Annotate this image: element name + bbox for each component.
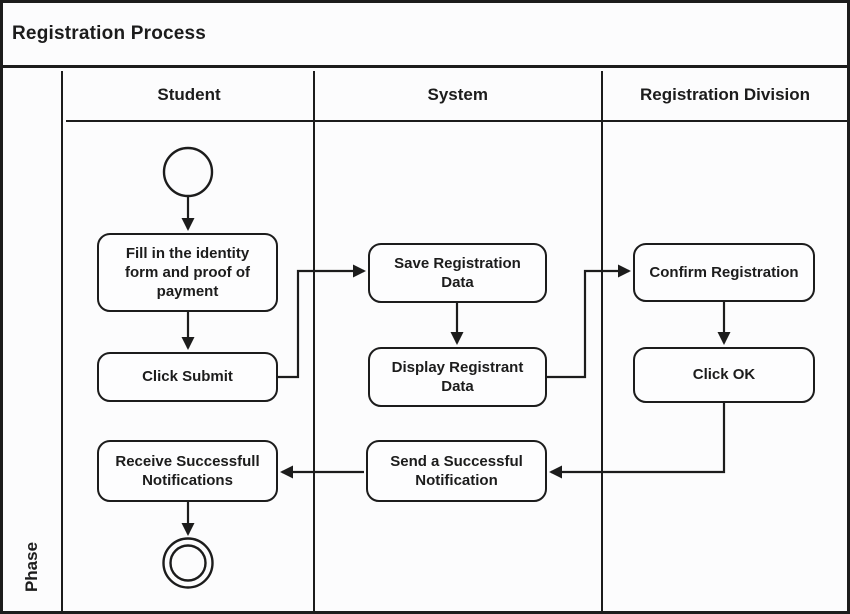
activity-display-registrant-data: Display Registrant Data: [368, 347, 547, 407]
lane-header-separator: [65, 119, 847, 122]
activity-confirm-registration: Confirm Registration: [633, 243, 815, 302]
start-node: [162, 146, 214, 198]
flow-click-ok-to-send-notification: [549, 403, 726, 479]
activity-fill-form: Fill in the identity form and proof of p…: [97, 233, 278, 312]
diagram-title: Registration Process: [12, 23, 207, 44]
activity-receive-successfull-notifications: Receive Successfull Notifications: [97, 440, 278, 502]
lane-divider-student-system: [312, 71, 315, 611]
diagram-title-band: Registration Process: [3, 3, 847, 68]
diagram-wires: [162, 146, 731, 589]
activity-send-successful-notification: Send a Successful Notification: [366, 440, 547, 502]
flow-click-submit-to-save-registration: [278, 264, 366, 379]
phase-column: [3, 71, 63, 611]
lane-divider-system-regdiv: [600, 71, 603, 611]
lane-header-registration-division: Registration Division: [639, 85, 811, 104]
end-node-inner: [169, 544, 207, 582]
lane-header-student: Student: [157, 85, 221, 104]
activity-click-ok: Click OK: [633, 347, 815, 403]
activity-click-submit: Click Submit: [97, 352, 278, 402]
lane-header-system: System: [427, 85, 488, 104]
activity-save-registration-data: Save Registration Data: [368, 243, 547, 303]
flow-display-to-confirm-registration: [547, 264, 631, 379]
